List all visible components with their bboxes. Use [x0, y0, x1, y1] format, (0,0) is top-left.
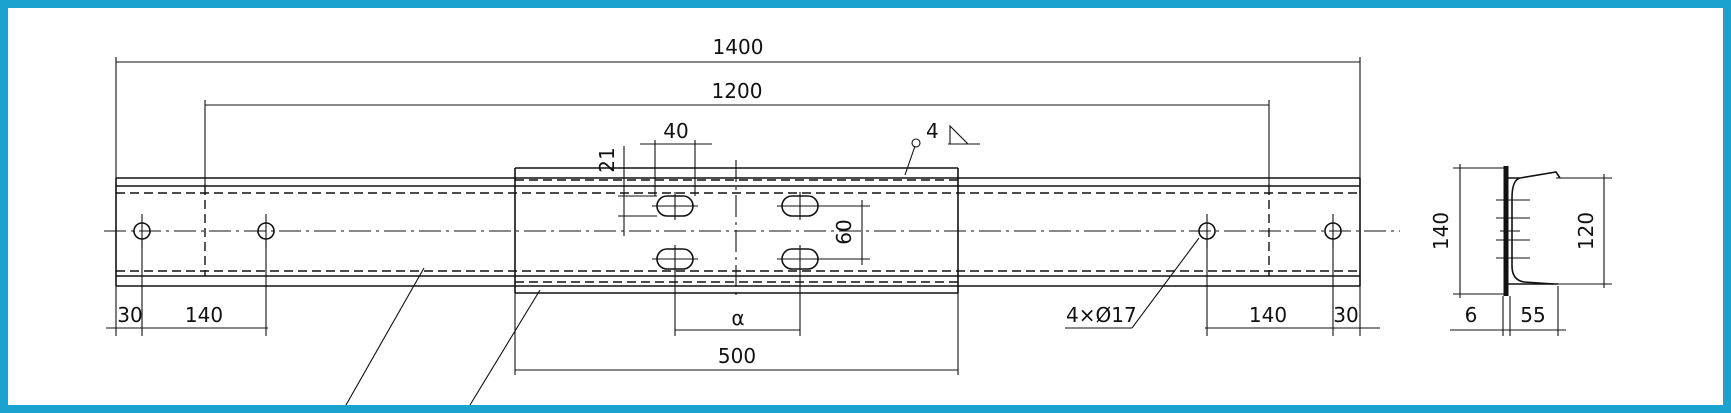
dim-hole-span-text: 1200 [712, 79, 763, 103]
dim-plate-length-text: 500 [718, 344, 756, 368]
dim-left-edges: 30 140 [106, 240, 268, 336]
reinforcing-plate [514, 160, 959, 300]
dim-slot-pitch-text: 40 [663, 119, 688, 143]
leader-line-beam [345, 267, 425, 406]
dim-overall-length-text: 1400 [713, 35, 764, 59]
dim-center-pitch-text: α [731, 306, 744, 330]
dim-center-pitch: α [674, 270, 801, 336]
slot-4 [777, 245, 823, 273]
holes-note: 4×Ø17 [1065, 237, 1200, 329]
dim-hole-span: 1200 [204, 79, 1270, 186]
dim-overall-length: 1400 [115, 35, 1361, 178]
beam-outline [115, 177, 1361, 287]
dim-left-pitch-text: 140 [185, 303, 223, 327]
slots [652, 192, 823, 273]
slot-2 [777, 192, 823, 220]
dim-right-edge-text: 30 [1333, 303, 1358, 327]
dim-left-edge-text: 30 [117, 303, 142, 327]
weld-symbol: 4 [904, 119, 980, 176]
slot-1 [652, 192, 698, 220]
dim-section-inner-text: 120 [1574, 212, 1598, 250]
dim-slot-detail: 40 21 [595, 119, 712, 236]
dim-slot-width-text: 21 [595, 147, 619, 172]
dim-plate-length: 500 [514, 293, 959, 375]
section-view: 140 120 6 55 [1429, 164, 1612, 336]
dim-section-flange-text: 55 [1520, 303, 1545, 327]
holes-note-text: 4×Ø17 [1066, 303, 1137, 327]
dim-slot-vertical: 60 [818, 200, 870, 265]
leader-line-plate [469, 289, 541, 406]
dim-right-pitch-text: 140 [1249, 303, 1287, 327]
dim-right-edges: 140 30 [1205, 240, 1380, 336]
dim-section-height-text: 140 [1429, 212, 1453, 250]
weld-size-text: 4 [926, 119, 939, 143]
slot-3 [652, 245, 698, 273]
dim-section-thickness-text: 6 [1465, 303, 1478, 327]
dim-slot-spacing-text: 60 [832, 219, 856, 244]
